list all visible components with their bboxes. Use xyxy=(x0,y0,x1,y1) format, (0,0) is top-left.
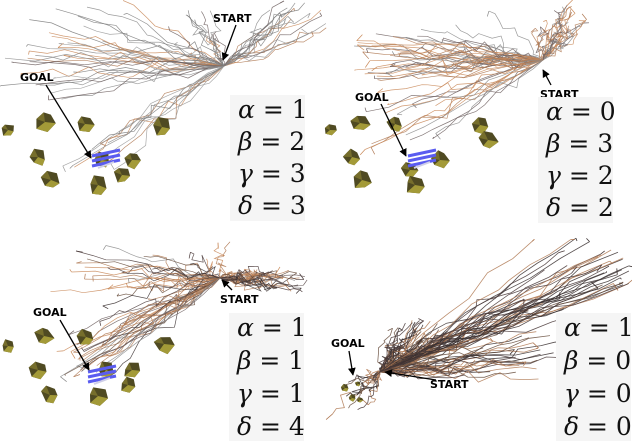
panel-3-obstacle-icon-5 xyxy=(124,362,141,378)
panel-2-obstacle-icon-9 xyxy=(471,117,489,135)
panel-4-start-arrow xyxy=(384,369,437,381)
panel-1-obstacle-icon-7 xyxy=(40,170,60,188)
panel-2-obstacle-icon-10 xyxy=(478,131,499,149)
panel-2-param-gamma: γ = 2 xyxy=(546,161,614,190)
panel-4-goal-label: GOAL xyxy=(331,337,365,350)
panel-1-tree xyxy=(0,0,327,173)
panel-4-graphics xyxy=(325,237,632,420)
panel-1-params: α = 1 β = 2 γ = 3 δ = 3 xyxy=(230,95,308,221)
panel-3-start-label: START xyxy=(220,293,259,306)
panel-2-param-alpha: α = 0 xyxy=(546,97,616,126)
panel-4-obstacle-icon-4 xyxy=(356,397,364,403)
panel-4-param-alpha: α = 1 xyxy=(564,313,632,342)
panel-3-obstacle-icon-6 xyxy=(28,361,47,380)
panel-3-start-arrow xyxy=(221,279,233,291)
panel-3-param-gamma: γ = 1 xyxy=(237,379,305,408)
panel-4-goal-arrow xyxy=(347,350,356,376)
panel-1-obstacle-icon-8 xyxy=(90,175,107,195)
panel-3-param-beta: β = 1 xyxy=(237,346,305,375)
panel-2-tree xyxy=(354,0,590,156)
panel-4-start-label: START xyxy=(430,378,469,391)
panel-3-obstacle-icon-8 xyxy=(90,387,108,406)
panel-3-graphics xyxy=(2,241,308,406)
panel-1-obstacle-icon-10 xyxy=(153,117,170,136)
panel-2-obstacle-icon-8 xyxy=(406,175,425,194)
panel-1-obstacle-icon-1 xyxy=(36,112,56,132)
panel-3-obstacle-icon-9 xyxy=(121,376,136,393)
panel-4-param-gamma: γ = 0 xyxy=(564,379,632,408)
panel-1-goal-label: GOAL xyxy=(20,71,54,84)
panel-1-param-alpha: α = 1 xyxy=(238,95,308,124)
panel-3-goal-arrow xyxy=(59,319,90,371)
panel-1-robot-icon xyxy=(91,148,121,169)
panel-3-param-alpha: α = 1 xyxy=(237,313,307,342)
panel-2-param-beta: β = 3 xyxy=(546,129,614,158)
panel-1-obstacle-icon-5 xyxy=(124,153,141,170)
panel-3-obstacle-icon-2 xyxy=(2,339,14,353)
panel-1-param-gamma: γ = 3 xyxy=(238,159,306,188)
panel-3-params: α = 1 β = 1 γ = 1 δ = 4 xyxy=(229,313,307,441)
panel-2-params: α = 0 β = 3 γ = 2 δ = 2 xyxy=(538,97,616,223)
panel-1-param-delta: δ = 3 xyxy=(238,191,306,220)
panel-4-obstacle-icon-1 xyxy=(340,383,349,392)
panel-4-obstacle-icon-2 xyxy=(348,394,356,402)
panel-2-obstacle-icon-6 xyxy=(342,148,361,166)
panel-4-param-delta: δ = 0 xyxy=(564,412,632,441)
panel-1-obstacle-icon-2 xyxy=(1,124,14,136)
panel-4-tree xyxy=(325,237,632,420)
panel-3-param-delta: δ = 4 xyxy=(237,412,305,441)
panel-3-robot-icon xyxy=(87,364,117,385)
panel-1-goal-arrow xyxy=(45,84,92,159)
panel-2-goal-label: GOAL xyxy=(355,91,389,104)
panel-1-obstacle-icon-9 xyxy=(113,168,131,183)
panel-4-params: α = 1 β = 0 γ = 0 δ = 0 xyxy=(556,313,632,441)
panel-2-param-delta: δ = 2 xyxy=(546,193,614,222)
panel-2-obstacle-icon-7 xyxy=(353,170,372,188)
panel-1-start-arrow xyxy=(221,24,237,61)
panel-1-graphics xyxy=(0,0,327,195)
panel-3-obstacle-icon-10 xyxy=(153,337,175,355)
panel-1-obstacle-icon-3 xyxy=(77,116,95,132)
panel-3-obstacle-icon-3 xyxy=(76,328,94,345)
panel-4-param-beta: β = 0 xyxy=(564,346,632,375)
panel-3-obstacle-icon-1 xyxy=(34,327,55,344)
panel-1-obstacle-icon-6 xyxy=(29,148,45,166)
panel-2-robot-icon xyxy=(407,148,437,169)
panel-3-tree xyxy=(50,241,308,382)
panel-2-start-arrow xyxy=(542,69,552,86)
panel-3-goal-label: GOAL xyxy=(33,306,67,319)
panel-2-goal-arrow xyxy=(380,103,407,157)
panel-4-obstacle-icon-3 xyxy=(354,381,361,387)
panel-2-obstacle-icon-1 xyxy=(350,115,371,130)
panel-1-start-label: START xyxy=(213,12,252,25)
panel-2-obstacle-icon-2 xyxy=(324,124,337,136)
panel-1-param-beta: β = 2 xyxy=(238,127,306,156)
panel-3-obstacle-icon-7 xyxy=(41,385,58,404)
